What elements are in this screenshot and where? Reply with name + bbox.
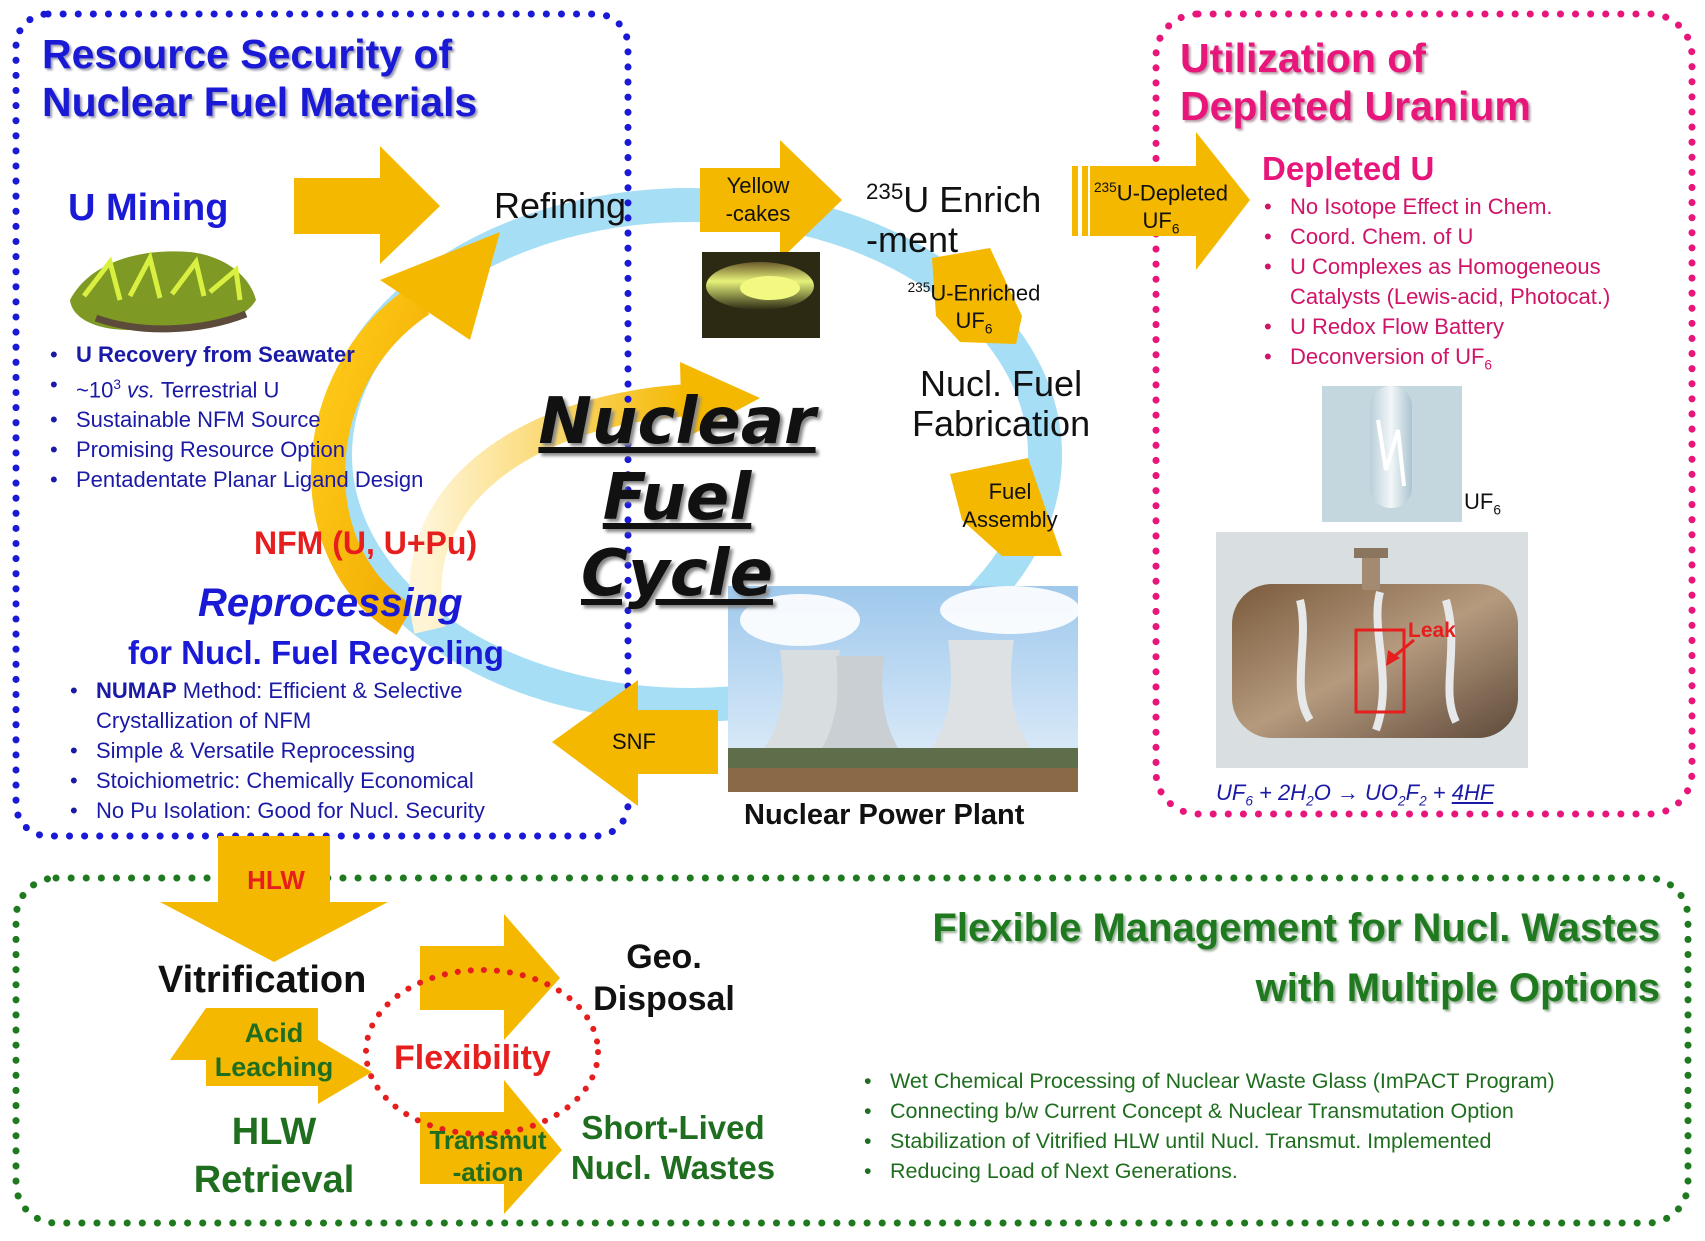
snf-label: SNF <box>612 729 656 754</box>
resource-title-line2: Nuclear Fuel Materials <box>42 79 478 125</box>
uf6-photo-label: UF6 <box>1464 489 1501 518</box>
depleted-section-border <box>1152 10 1696 818</box>
transmutation-arrow <box>420 1080 562 1214</box>
enriched-uf6-arrow <box>932 248 1022 344</box>
fuel-assembly-arrow <box>950 458 1062 556</box>
list-item: ~103 vs. Terrestrial U <box>44 370 423 405</box>
waste-bullet-list: Wet Chemical Processing of Nuclear Waste… <box>858 1066 1555 1186</box>
u-mining-label: U Mining <box>68 187 229 229</box>
depleted-arrow-stripe <box>1072 166 1078 236</box>
vitrification-label: Vitrification <box>158 959 367 1001</box>
power-plant-label: Nuclear Power Plant <box>744 799 1025 831</box>
list-item: NUMAP Method: Efficient & SelectiveCryst… <box>64 676 485 736</box>
list-item: Connecting b/w Current Concept & Nuclear… <box>858 1096 1555 1126</box>
yellowcakes-label: Yellow-cakes <box>725 173 791 226</box>
reprocessing-title: Reprocessing <box>198 581 463 625</box>
enriched-uf6-label: 235U-Enriched UF6 <box>907 280 1041 337</box>
reprocessing-curved-arrowhead <box>380 232 500 340</box>
waste-section-border <box>12 874 1692 1227</box>
reprocessing-bullet-list: NUMAP Method: Efficient & SelectiveCryst… <box>64 676 485 826</box>
depleted-title-line1: Utilization of <box>1180 35 1426 81</box>
list-item: Stoichiometric: Chemically Economical <box>64 766 485 796</box>
hlw-arrow-label: HLW <box>247 865 305 895</box>
geo-disposal-label: Geo.Disposal <box>593 938 735 1018</box>
snf-arrow <box>552 680 718 806</box>
depleted-u-subtitle: Depleted U <box>1262 150 1435 187</box>
uf6-cylinder-photo <box>1216 532 1528 768</box>
seawater-bullet-list: U Recovery from Seawater ~103 vs. Terres… <box>44 340 423 495</box>
yellowcake-photo <box>702 252 820 338</box>
hydrolysis-equation: UF6 + 2H2O → UO2F2 + 4HF <box>1216 780 1494 809</box>
uf6-tube-photo <box>1322 386 1462 522</box>
list-item: U Recovery from Seawater <box>44 340 423 370</box>
mining-to-refining-arrow <box>294 146 440 264</box>
resource-section-border <box>12 10 632 840</box>
depleted-bullet-list: No Isotope Effect in Chem. Coord. Chem. … <box>1258 192 1610 380</box>
enrichment-label: 235U Enrich -ment <box>866 179 1042 260</box>
to-geo-disposal-arrow <box>420 914 560 1040</box>
nfm-curved-arrow <box>409 384 691 634</box>
nfm-curved-arrowhead <box>680 362 760 440</box>
list-item: Promising Resource Option <box>44 435 423 465</box>
hlw-down-arrow <box>160 836 388 962</box>
reprocessing-subtitle: for Nucl. Fuel Recycling <box>128 634 504 671</box>
flexibility-circle <box>363 967 601 1137</box>
refining-label: Refining <box>494 185 627 226</box>
transmutation-label: Transmut-ation <box>429 1125 547 1187</box>
yellowcake-arrow <box>700 140 842 260</box>
list-item: U Redox Flow Battery <box>1258 312 1610 342</box>
list-item: Simple & Versatile Reprocessing <box>64 736 485 766</box>
list-item: Deconversion of UF6 <box>1258 342 1610 380</box>
depleted-title-line2: Depleted Uranium <box>1180 83 1531 129</box>
depleted-uf6-label: 235U-Depleted UF6 <box>1093 180 1228 237</box>
nfm-label: NFM (U, U+Pu) <box>254 525 478 561</box>
flexibility-label: Flexibility <box>394 1039 551 1077</box>
depleted-arrow-stripe <box>1082 166 1088 236</box>
list-item: Coord. Chem. of U <box>1258 222 1610 252</box>
list-item: Pentadentate Planar Ligand Design <box>44 465 423 495</box>
list-item: Reducing Load of Next Generations. <box>858 1156 1555 1186</box>
list-item: Wet Chemical Processing of Nuclear Waste… <box>858 1066 1555 1096</box>
list-item: Stabilization of Vitrified HLW until Nuc… <box>858 1126 1555 1156</box>
list-item: No Isotope Effect in Chem. <box>1258 192 1610 222</box>
leak-label: Leak <box>1408 619 1456 642</box>
depleted-uf6-arrow <box>1090 132 1250 270</box>
acid-leaching-arrow <box>170 1008 372 1104</box>
resource-title-line1: Resource Security of <box>42 31 453 77</box>
list-item: No Pu Isolation: Good for Nucl. Security <box>64 796 485 826</box>
uranium-mineral-photo <box>64 232 258 338</box>
power-plant-photo <box>728 586 1080 792</box>
list-item: Sustainable NFM Source <box>44 405 423 435</box>
